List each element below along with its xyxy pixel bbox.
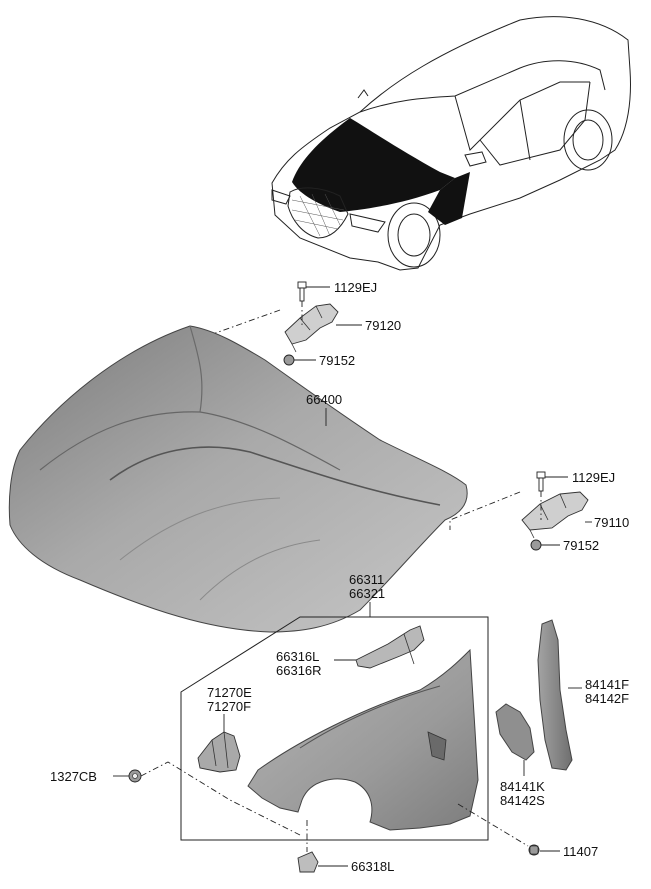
label-stay-2: 71270F xyxy=(207,699,251,714)
label-hinge-right: 79110 xyxy=(594,515,629,530)
right-hinge-group xyxy=(449,471,592,551)
nut-icon xyxy=(283,354,295,366)
clip-icon xyxy=(297,851,319,873)
hood-hinge-left xyxy=(284,303,339,345)
label-nut-right: 79152 xyxy=(563,538,599,553)
screw-icon xyxy=(528,844,540,856)
label-nut-left: 79152 xyxy=(319,353,355,368)
label-fender-2: 66321 xyxy=(349,586,385,601)
label-liner-1: 84141F xyxy=(585,677,629,692)
nut-icon xyxy=(128,769,142,783)
label-pad-2: 84142S xyxy=(500,793,545,808)
label-hood: 66400 xyxy=(306,392,342,407)
fender-stay xyxy=(197,714,241,773)
hood-panel xyxy=(8,325,468,633)
label-stay-1: 71270E xyxy=(207,685,252,700)
part-labels: 1129EJ 79120 79152 66400 1129EJ 79110 79… xyxy=(50,280,629,874)
fender-nut-group xyxy=(113,761,301,836)
hood-hinge-right xyxy=(521,491,589,531)
label-screw: 11407 xyxy=(563,844,598,859)
bolt-icon xyxy=(536,471,546,492)
label-bracket-2: 66316R xyxy=(276,663,322,678)
screw-group xyxy=(457,803,560,856)
label-clip: 66318L xyxy=(351,859,394,874)
label-liner-2: 84142F xyxy=(585,691,629,706)
label-bracket-1: 66316L xyxy=(276,649,319,664)
car-fender-highlight xyxy=(428,172,470,225)
fender-bracket xyxy=(334,625,425,669)
bolt-icon xyxy=(297,281,307,302)
car-illustration xyxy=(271,16,631,271)
label-pad-1: 84141K xyxy=(500,779,545,794)
label-hinge-left: 79120 xyxy=(365,318,401,333)
label-fender-1: 66311 xyxy=(349,572,384,587)
fender-pad xyxy=(495,703,535,776)
left-hinge-group xyxy=(195,281,362,366)
front-fender xyxy=(247,648,479,831)
clip-group xyxy=(297,820,348,873)
label-bolt-top: 1129EJ xyxy=(334,280,377,295)
car-hood-highlight xyxy=(292,118,455,212)
nut-icon xyxy=(530,539,542,551)
label-nut-fender: 1327CB xyxy=(50,769,97,784)
fender-liner xyxy=(537,619,582,771)
fender-callout-box xyxy=(180,602,489,841)
label-bolt-right: 1129EJ xyxy=(572,470,615,485)
